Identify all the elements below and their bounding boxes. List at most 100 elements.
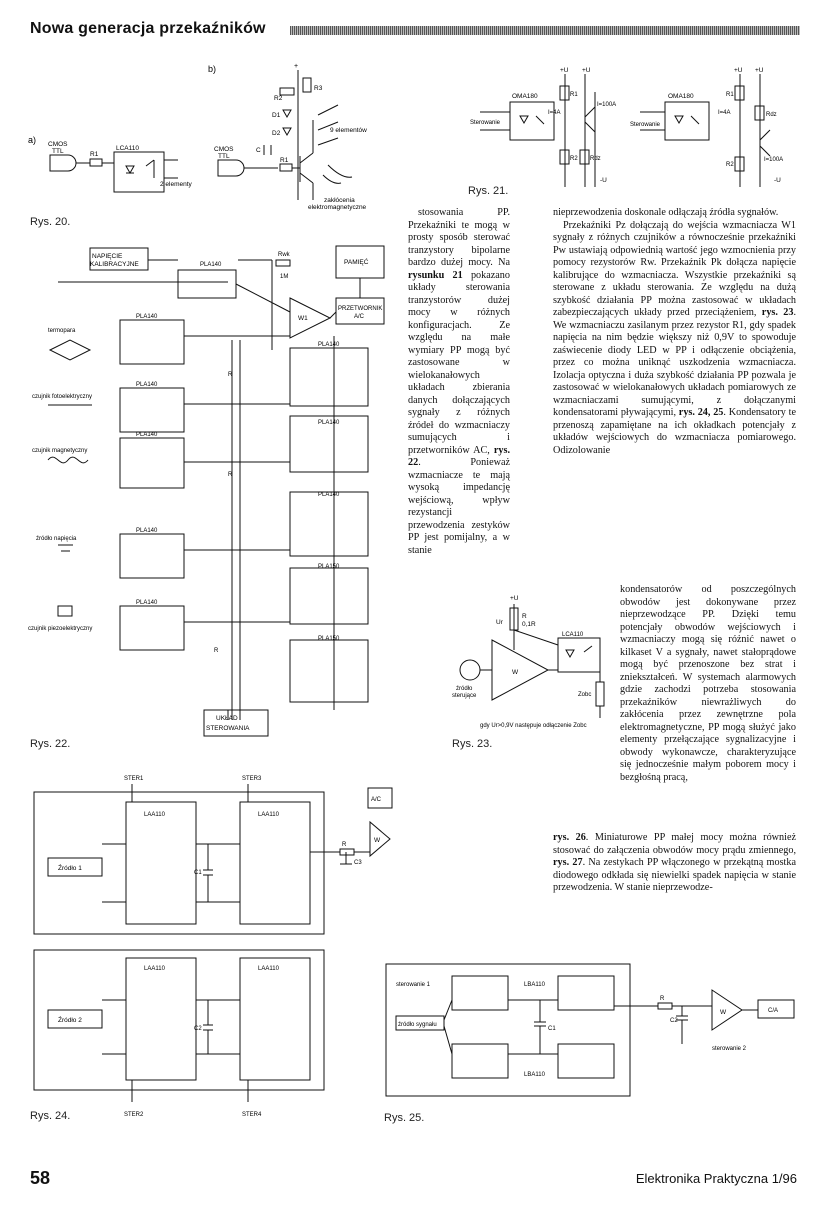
fig21-control-2: Sterowanie <box>630 122 661 128</box>
fig22-relay-3: PLA140 <box>136 432 158 438</box>
fig20-r1-b: R1 <box>280 157 289 164</box>
fig22-calib1: NAPIĘCIE <box>92 253 123 260</box>
fig21-plus-u-4: +U <box>755 67 764 74</box>
fig24-src1: Źródło 1 <box>58 863 82 872</box>
fig22-input-channels <box>47 319 369 737</box>
fig22-relay-5: PLA140 <box>136 600 158 606</box>
fig22-r-2: R <box>228 472 233 478</box>
fig22-rwk: Rwk <box>278 252 291 258</box>
fig23-ur: Ur <box>496 619 504 626</box>
fig20-r1-a: R1 <box>90 151 99 158</box>
fig21-r2-2: R2 <box>726 162 734 168</box>
fig21-r2-1: R2 <box>570 156 578 162</box>
fig20-d2: D2 <box>272 130 281 137</box>
fig24-amp: W <box>374 837 381 844</box>
figure-20-schematic: a) b) CMOS TTL LCA110 R1 2 elementy CMOS… <box>28 63 367 211</box>
fig25-source: źródło sygnału <box>398 1022 437 1028</box>
fig22-sensor-photo: czujnik fotoelektryczny <box>32 394 92 400</box>
fig22-relay-w3: PLA140 <box>318 492 340 498</box>
fig22-ctrl1: UKŁAD <box>216 715 238 722</box>
right-column-text-bottom: rys. 26. Miniaturowe PP małej mocy można… <box>553 832 796 893</box>
fig20-nine-elements: 9 elementów <box>330 127 367 134</box>
figure-21-schematic: +U +U OMA180 Sterowanie R1 I=4A I=100A R… <box>470 67 783 187</box>
fig22-relay-w4: PLA150 <box>318 564 340 570</box>
fig24-adc: A/C <box>371 797 382 803</box>
fig21-r1-1: R1 <box>570 92 578 98</box>
figure-23-schematic: +U Ur R 0,1R LCA110 W źródło sterujące Z… <box>452 595 605 729</box>
fig20-cmos-gate-a <box>49 154 77 172</box>
fig20-r2: R2 <box>274 95 283 102</box>
journal-issue: Elektronika Praktyczna 1/96 <box>635 1171 797 1186</box>
fig23-amp: W <box>512 669 519 676</box>
fig21-i2-1: I=100A <box>597 102 616 108</box>
fig25-c2: C2 <box>670 1018 678 1024</box>
fig20-cmos-gate-b <box>217 159 245 177</box>
page-header-title: Nowa generacja przekaźników <box>30 20 266 37</box>
fig23-chip: LCA110 <box>562 632 584 638</box>
fig20-lca110-box <box>113 151 165 193</box>
fig24-c2: C2 <box>194 1026 202 1032</box>
fig20-c: C <box>256 147 261 154</box>
fig21-rdz-2: Rdz <box>766 112 777 118</box>
fig22-relay-4: PLA140 <box>136 528 158 534</box>
fig22-memory: PAMIĘĆ <box>344 257 369 266</box>
fig24-c1: C1 <box>194 870 202 876</box>
fig21-control-1: Sterowanie <box>470 120 501 126</box>
fig23-plus-u: +U <box>510 595 519 602</box>
fig22-sensor-magnetic: czujnik magnetyczny <box>32 448 87 454</box>
caption-rys22: Rys. 22. <box>30 738 71 750</box>
fig21-plus-u-2: +U <box>582 67 591 74</box>
fig20-plus: + <box>294 63 298 70</box>
fig21-chip-2: OMA180 <box>668 93 694 100</box>
fig24-ster4: STER4 <box>242 1112 262 1118</box>
figure-22-schematic: NAPIĘCIE KALIBRACYJNE PAMIĘĆ PRZETWORNIK… <box>28 245 385 737</box>
fig25-ctrl1: sterowanie 1 <box>396 982 431 988</box>
fig22-adc2: A/C <box>354 314 365 320</box>
fig24-chip-3: LAA110 <box>144 966 166 972</box>
fig22-sensor-piezo: czujnik piezoelektryczny <box>28 626 92 632</box>
fig21-i1-2: I=4A <box>718 110 731 116</box>
fig24-ster2: STER2 <box>124 1112 144 1118</box>
fig20-noise2: elektromagnetyczne <box>308 204 367 211</box>
fig20-noise: zakłócenia <box>324 197 355 204</box>
fig22-relay-2: PLA140 <box>136 382 158 388</box>
fig24-ster3: STER3 <box>242 776 262 782</box>
page-number: 58 <box>30 1168 51 1188</box>
fig25-chip-1: LBA110 <box>524 982 546 988</box>
fig25-ctrl2: sterowanie 2 <box>712 1046 747 1052</box>
fig22-r-1: R <box>228 372 233 378</box>
fig22-sensor-voltage: źródło napięcia <box>36 536 77 542</box>
fig20-ttl-label-a: TTL <box>52 148 64 155</box>
fig23-r: R <box>522 613 527 620</box>
fig21-plus-u-1: +U <box>560 67 569 74</box>
fig23-note: gdy Ur>0,9V następuje odłączenie Zobc <box>480 723 587 729</box>
fig21-minus-u-1: -U <box>600 177 607 184</box>
fig22-ctrl2: STEROWANIA <box>206 725 250 732</box>
fig20-label-b: b) <box>208 64 216 74</box>
fig23-r-val: 0,1R <box>522 621 536 628</box>
header-decorative-bar <box>290 26 800 35</box>
fig24-ster1: STER1 <box>124 776 144 782</box>
fig23-zobc: Zobc <box>578 692 591 698</box>
fig24-chip-2: LAA110 <box>258 812 280 818</box>
fig24-chip-1: LAA110 <box>144 812 166 818</box>
fig23-src2: sterujące <box>452 693 477 699</box>
fig25-amp: W <box>720 1009 727 1016</box>
figure-25-schematic: sterowanie 1 sterowanie 2 źródło sygnału… <box>385 963 795 1097</box>
fig22-adc1: PRZETWORNIK <box>338 306 382 312</box>
middle-column-text: stosowania PP. Przekaźniki te mogą w pro… <box>408 207 511 556</box>
fig24-c3: C3 <box>354 860 362 866</box>
caption-rys25: Rys. 25. <box>384 1112 425 1124</box>
fig24-chip-4: LAA110 <box>258 966 280 972</box>
fig22-relay-w1: PLA140 <box>318 342 340 348</box>
fig20-cmos-label-a: CMOS <box>48 141 68 148</box>
fig21-minus-u-2: -U <box>774 177 781 184</box>
fig22-relay-k: PLA140 <box>200 262 222 268</box>
fig21-rdz-1: Rdz <box>590 156 601 162</box>
fig20-cmos-label-b: CMOS <box>214 146 234 153</box>
fig22-calib2: KALIBRACYJNE <box>90 261 139 268</box>
fig20-two-elements: 2 elementy <box>160 181 193 188</box>
right-column-text-lower: kondensatorów od poszczególnych obwodów … <box>620 584 796 783</box>
caption-rys20: Rys. 20. <box>30 216 71 228</box>
fig21-i1-1: I=4A <box>548 110 561 116</box>
